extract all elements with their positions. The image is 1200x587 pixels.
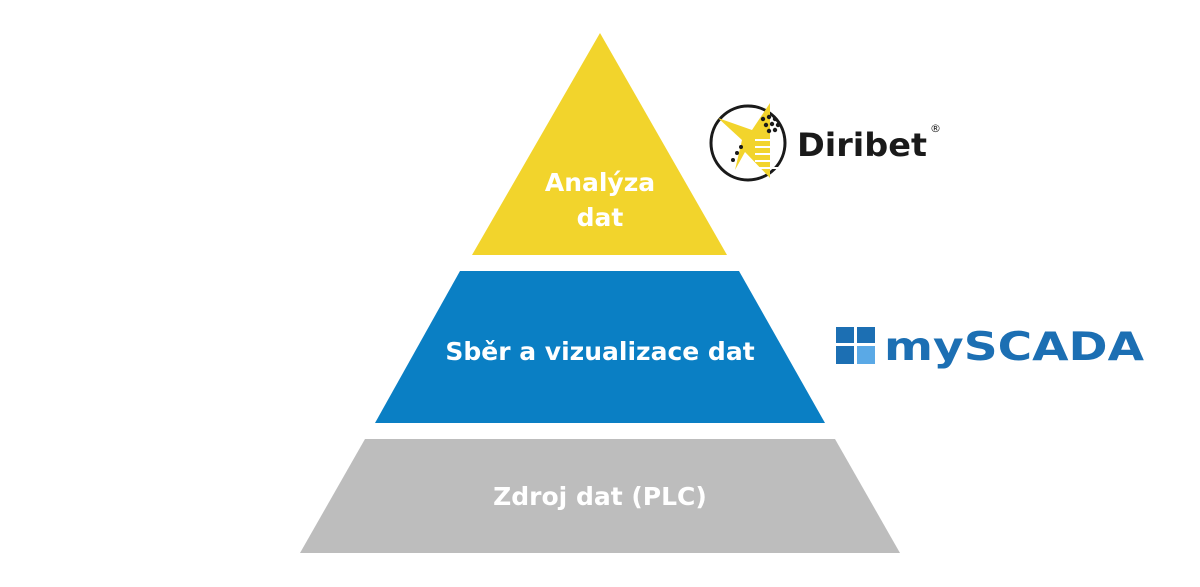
myscada-squares-icon (836, 327, 875, 364)
myscada-wordmark: mySCADA (884, 325, 1144, 370)
diribet-registered-mark: ® (930, 122, 941, 135)
tier-top-label-line-2: dat (577, 203, 624, 232)
diribet-logo: Diribet ® (709, 103, 941, 182)
diribet-wordmark: Diribet (797, 126, 927, 164)
pyramid-tier-bottom (300, 439, 900, 553)
tier-top-label-line-1: Analýza (545, 168, 655, 197)
pyramid-tier-top (472, 33, 727, 255)
pyramid-tier-middle (375, 271, 825, 423)
tier-bottom-label: Zdroj dat (PLC) (493, 482, 707, 511)
diribet-emblem (709, 103, 787, 182)
myscada-logo: mySCADA (836, 325, 1144, 370)
tier-middle-label: Sběr a vizualizace dat (445, 337, 754, 366)
